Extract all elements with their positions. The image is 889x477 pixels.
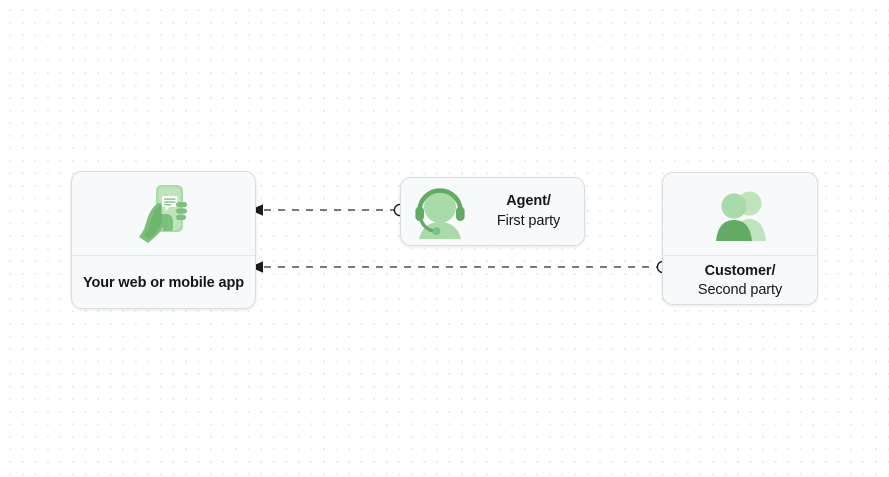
node-card-agent[interactable]: Agent/ First party — [400, 177, 585, 246]
card-divider — [663, 255, 817, 256]
node-label-secondary: First party — [496, 212, 561, 229]
node-label-primary: Customer/ — [704, 262, 776, 279]
connector-agent-to-app — [250, 203, 407, 217]
node-label-secondary: Second party — [697, 282, 783, 298]
node-card-web-mobile-app[interactable]: Your web or mobile app — [71, 171, 256, 309]
node-label-area: Agent/ First party — [479, 192, 584, 230]
hand-holding-phone-icon — [138, 184, 187, 243]
people-group-icon — [716, 191, 766, 241]
connector-customer-to-app — [250, 260, 670, 274]
node-label-area: Customer/ Second party — [663, 256, 817, 304]
node-icon-area — [72, 172, 255, 255]
node-card-customer[interactable]: Customer/ Second party — [662, 172, 818, 305]
node-label-primary: Agent/ — [506, 193, 551, 210]
node-icon-area — [401, 185, 479, 239]
node-icon-area — [663, 173, 817, 255]
node-label-primary: Your web or mobile app — [82, 274, 245, 291]
card-divider — [72, 255, 255, 256]
headset-agent-icon — [415, 187, 465, 239]
node-label-area: Your web or mobile app — [72, 256, 255, 308]
